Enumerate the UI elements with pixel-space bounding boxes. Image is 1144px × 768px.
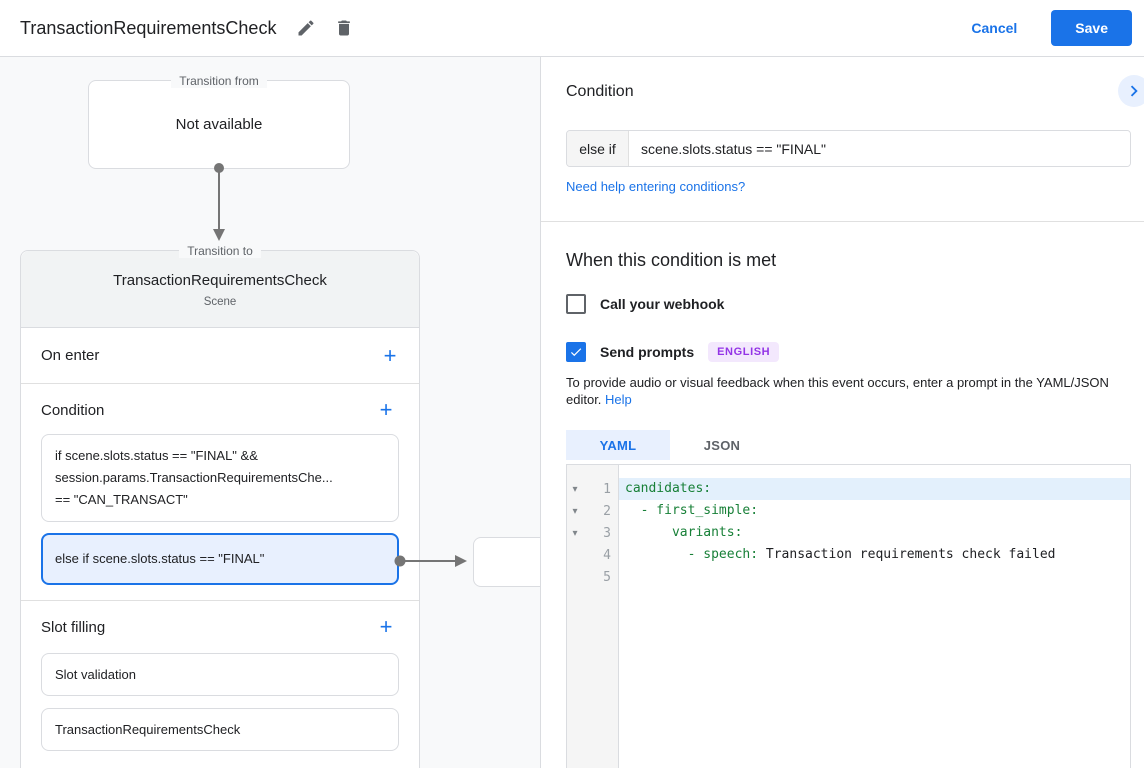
panel-divider: [541, 221, 1144, 222]
send-prompts-row: Send prompts ENGLISH: [566, 342, 780, 362]
call-webhook-checkbox[interactable]: [566, 294, 586, 314]
editor-code-area[interactable]: candidates: - first_simple: variants: - …: [619, 465, 1130, 768]
call-webhook-label: Call your webhook: [600, 296, 725, 312]
transition-from-label: Transition from: [89, 72, 349, 90]
line-number: 5: [603, 569, 611, 585]
flow-canvas: Transition from Not available Transition…: [0, 57, 541, 768]
slot-item-validation[interactable]: Slot validation: [41, 653, 399, 696]
gutter-row: ▾ 1: [567, 478, 618, 500]
gutter-row: 4: [567, 544, 618, 566]
editor-gutter: ▾ 1 ▾ 2 ▾ 3 4 5: [567, 465, 619, 768]
tab-yaml[interactable]: YAML: [566, 430, 670, 460]
slot-item-transaction-requirements[interactable]: TransactionRequirementsCheck: [41, 708, 399, 751]
send-prompts-checkbox[interactable]: [566, 342, 586, 362]
fold-toggle-icon[interactable]: ▾: [572, 527, 578, 539]
trash-icon: [338, 20, 351, 36]
condition-text-line: session.params.TransactionRequirementsCh…: [55, 470, 333, 485]
condition-expression-group: else if: [566, 130, 1131, 167]
slot-filling-label: Slot filling: [41, 618, 106, 636]
chevron-right-icon: [1130, 85, 1138, 97]
code-line: - first_simple:: [625, 503, 759, 518]
scene-card-header: TransactionRequirementsCheck Scene: [21, 251, 419, 328]
add-on-enter-button[interactable]: +: [377, 343, 403, 369]
save-button[interactable]: Save: [1051, 10, 1132, 46]
transition-arrow-down: [213, 163, 225, 241]
edit-scene-button[interactable]: [292, 14, 320, 42]
condition-connector-arrow: [394, 555, 467, 567]
delete-scene-button[interactable]: [330, 14, 358, 42]
condition-item-else-if-selected[interactable]: else if scene.slots.status == "FINAL": [41, 533, 399, 585]
add-slot-button[interactable]: +: [373, 614, 399, 640]
condition-section: Condition + if scene.slots.status == "FI…: [21, 384, 419, 600]
condition-section-head: Condition +: [41, 396, 399, 424]
gutter-row: ▾ 3: [567, 522, 618, 544]
cancel-button[interactable]: Cancel: [971, 20, 1018, 36]
pencil-icon: [298, 20, 314, 36]
line-number: 1: [603, 481, 611, 497]
top-bar: TransactionRequirementsCheck Cancel Save: [0, 0, 1144, 57]
gutter-row: 5: [567, 566, 618, 588]
line-number: 2: [603, 503, 611, 519]
conditions-help-link[interactable]: Need help entering conditions?: [566, 179, 746, 194]
editor-format-tabs: YAML JSON: [566, 430, 774, 460]
connected-scene-box[interactable]: [473, 537, 540, 587]
condition-text-line: == "CAN_TRANSACT": [55, 492, 188, 507]
prompts-help-link[interactable]: Help: [605, 391, 632, 407]
prompts-description: To provide audio or visual feedback when…: [566, 375, 1134, 408]
code-line: [619, 566, 1130, 588]
tab-json[interactable]: JSON: [670, 430, 774, 460]
scene-name: TransactionRequirementsCheck: [113, 272, 327, 289]
transition-from-value: Not available: [175, 116, 263, 133]
panel-title: Condition: [566, 83, 634, 100]
on-enter-row: On enter +: [21, 328, 419, 384]
transition-to-card: Transition to TransactionRequirementsChe…: [20, 244, 420, 768]
condition-detail-panel: Condition else if Need help entering con…: [541, 57, 1144, 768]
on-enter-label: On enter: [41, 347, 100, 364]
slot-filling-section: Slot filling + Slot validation Transacti…: [21, 600, 419, 766]
condition-section-label: Condition: [41, 401, 105, 419]
line-number: 4: [603, 547, 611, 563]
send-prompts-label: Send prompts: [600, 344, 695, 360]
condition-item-if[interactable]: if scene.slots.status == "FINAL" && sess…: [41, 434, 399, 522]
prompt-code-editor[interactable]: ▾ 1 ▾ 2 ▾ 3 4 5: [566, 464, 1131, 768]
checkmark-icon: [570, 348, 582, 357]
code-line: variants:: [625, 525, 743, 540]
gutter-row: ▾ 2: [567, 500, 618, 522]
scene-type: Scene: [203, 296, 237, 308]
condition-text-line: if scene.slots.status == "FINAL" &&: [55, 448, 258, 463]
line-number: 3: [603, 525, 611, 541]
language-badge: ENGLISH: [708, 342, 780, 362]
condition-prefix-label: else if: [567, 131, 629, 166]
code-line: candidates:: [619, 478, 1130, 500]
fold-toggle-icon[interactable]: ▾: [572, 483, 578, 495]
slot-filling-section-head: Slot filling +: [41, 613, 399, 641]
add-condition-button[interactable]: +: [373, 397, 399, 423]
transition-from-box: Transition from Not available: [88, 74, 350, 169]
fold-toggle-icon[interactable]: ▾: [572, 505, 578, 517]
call-webhook-row: Call your webhook: [566, 294, 724, 314]
collapse-panel-button[interactable]: [1118, 75, 1144, 107]
prompts-description-text: To provide audio or visual feedback when…: [566, 375, 1109, 407]
condition-expression-input[interactable]: [629, 131, 1130, 166]
condition-text-line: else if scene.slots.status == "FINAL": [55, 551, 265, 566]
when-condition-met-title: When this condition is met: [566, 250, 777, 270]
code-line: - speech: Transaction requirements check…: [625, 547, 1056, 562]
page-title: TransactionRequirementsCheck: [20, 17, 277, 38]
